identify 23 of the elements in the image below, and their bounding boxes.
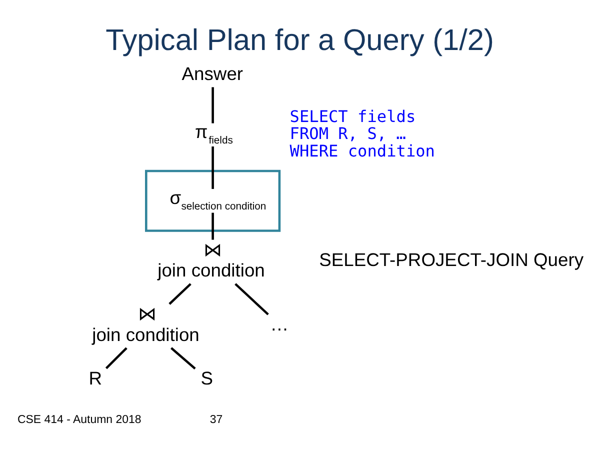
node-text: σ$_{selection condition}$ <box>170 187 266 213</box>
node-text: S <box>200 368 213 389</box>
label: FROM R, S, … <box>290 124 406 144</box>
connector <box>212 146 214 189</box>
label: SELECT-PROJECT-JOIN Query <box>319 249 584 270</box>
connector <box>212 87 214 124</box>
connector <box>170 347 196 370</box>
label: SELECT fields <box>290 106 416 126</box>
label: CSE 414 - Autumn 2018 <box>17 414 142 426</box>
node-text: ⋈ join condition <box>92 303 200 345</box>
node-text: R <box>88 368 102 389</box>
node-text: ⋈ join condition <box>158 238 265 280</box>
node-text: π$_{fields}$ <box>194 121 233 147</box>
node-text: … <box>270 313 289 334</box>
connector <box>234 283 269 316</box>
label: 37 <box>210 414 223 426</box>
connector <box>168 283 192 305</box>
label: WHERE condition <box>290 141 435 160</box>
diagram-title: Typical Plan for a Query (1/2) <box>106 24 494 58</box>
node-text: Answer <box>182 62 244 84</box>
connector <box>212 212 214 240</box>
connector <box>105 347 128 370</box>
cluster <box>145 170 281 232</box>
